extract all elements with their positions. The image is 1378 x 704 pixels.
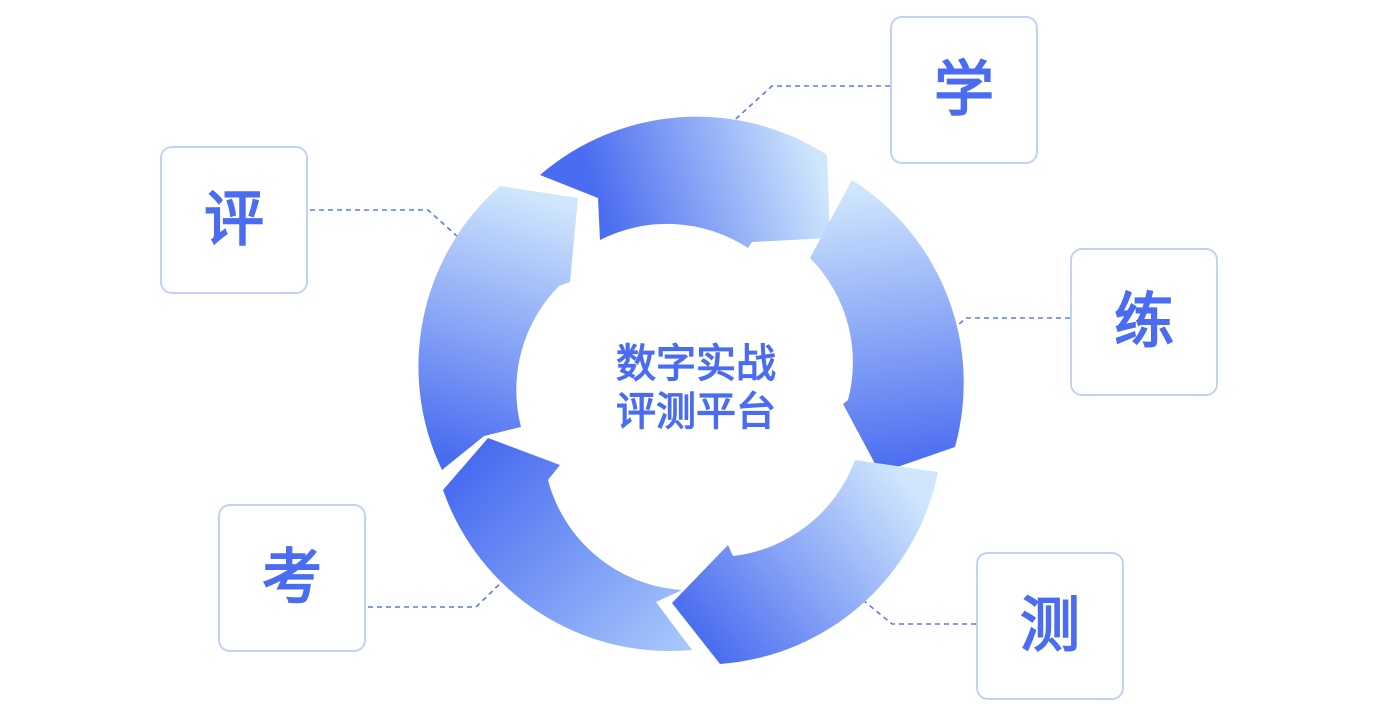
connector-ping: [310, 209, 469, 247]
node-ce: 测: [976, 552, 1124, 700]
connector-xue: [727, 85, 890, 127]
cycle-arrow-4: [443, 438, 692, 652]
cycle-arrows: [418, 116, 964, 664]
node-kao: 考: [218, 504, 366, 652]
connector-lian: [949, 317, 1070, 333]
node-xue-label: 学: [934, 55, 994, 125]
center-title-line-1: 数字实战: [616, 341, 776, 387]
cycle-arrow-3: [672, 460, 938, 664]
cycle-arrow-5: [418, 186, 578, 470]
node-ping-label: 评: [204, 185, 264, 255]
node-ping: 评: [160, 146, 308, 294]
cycle-arrow-2: [810, 180, 964, 473]
connector-lines: [310, 85, 1070, 625]
connector-kao: [368, 575, 509, 608]
node-xue: 学: [890, 16, 1038, 164]
connector-ce: [857, 595, 976, 625]
node-ce-label: 测: [1020, 591, 1080, 661]
cycle-arrow-1: [540, 116, 830, 248]
center-title: 数字实战 评测平台: [560, 340, 832, 436]
center-title-line-2: 评测平台: [616, 389, 776, 435]
node-kao-label: 考: [262, 543, 322, 613]
node-lian-label: 练: [1114, 287, 1174, 357]
node-lian: 练: [1070, 248, 1218, 396]
